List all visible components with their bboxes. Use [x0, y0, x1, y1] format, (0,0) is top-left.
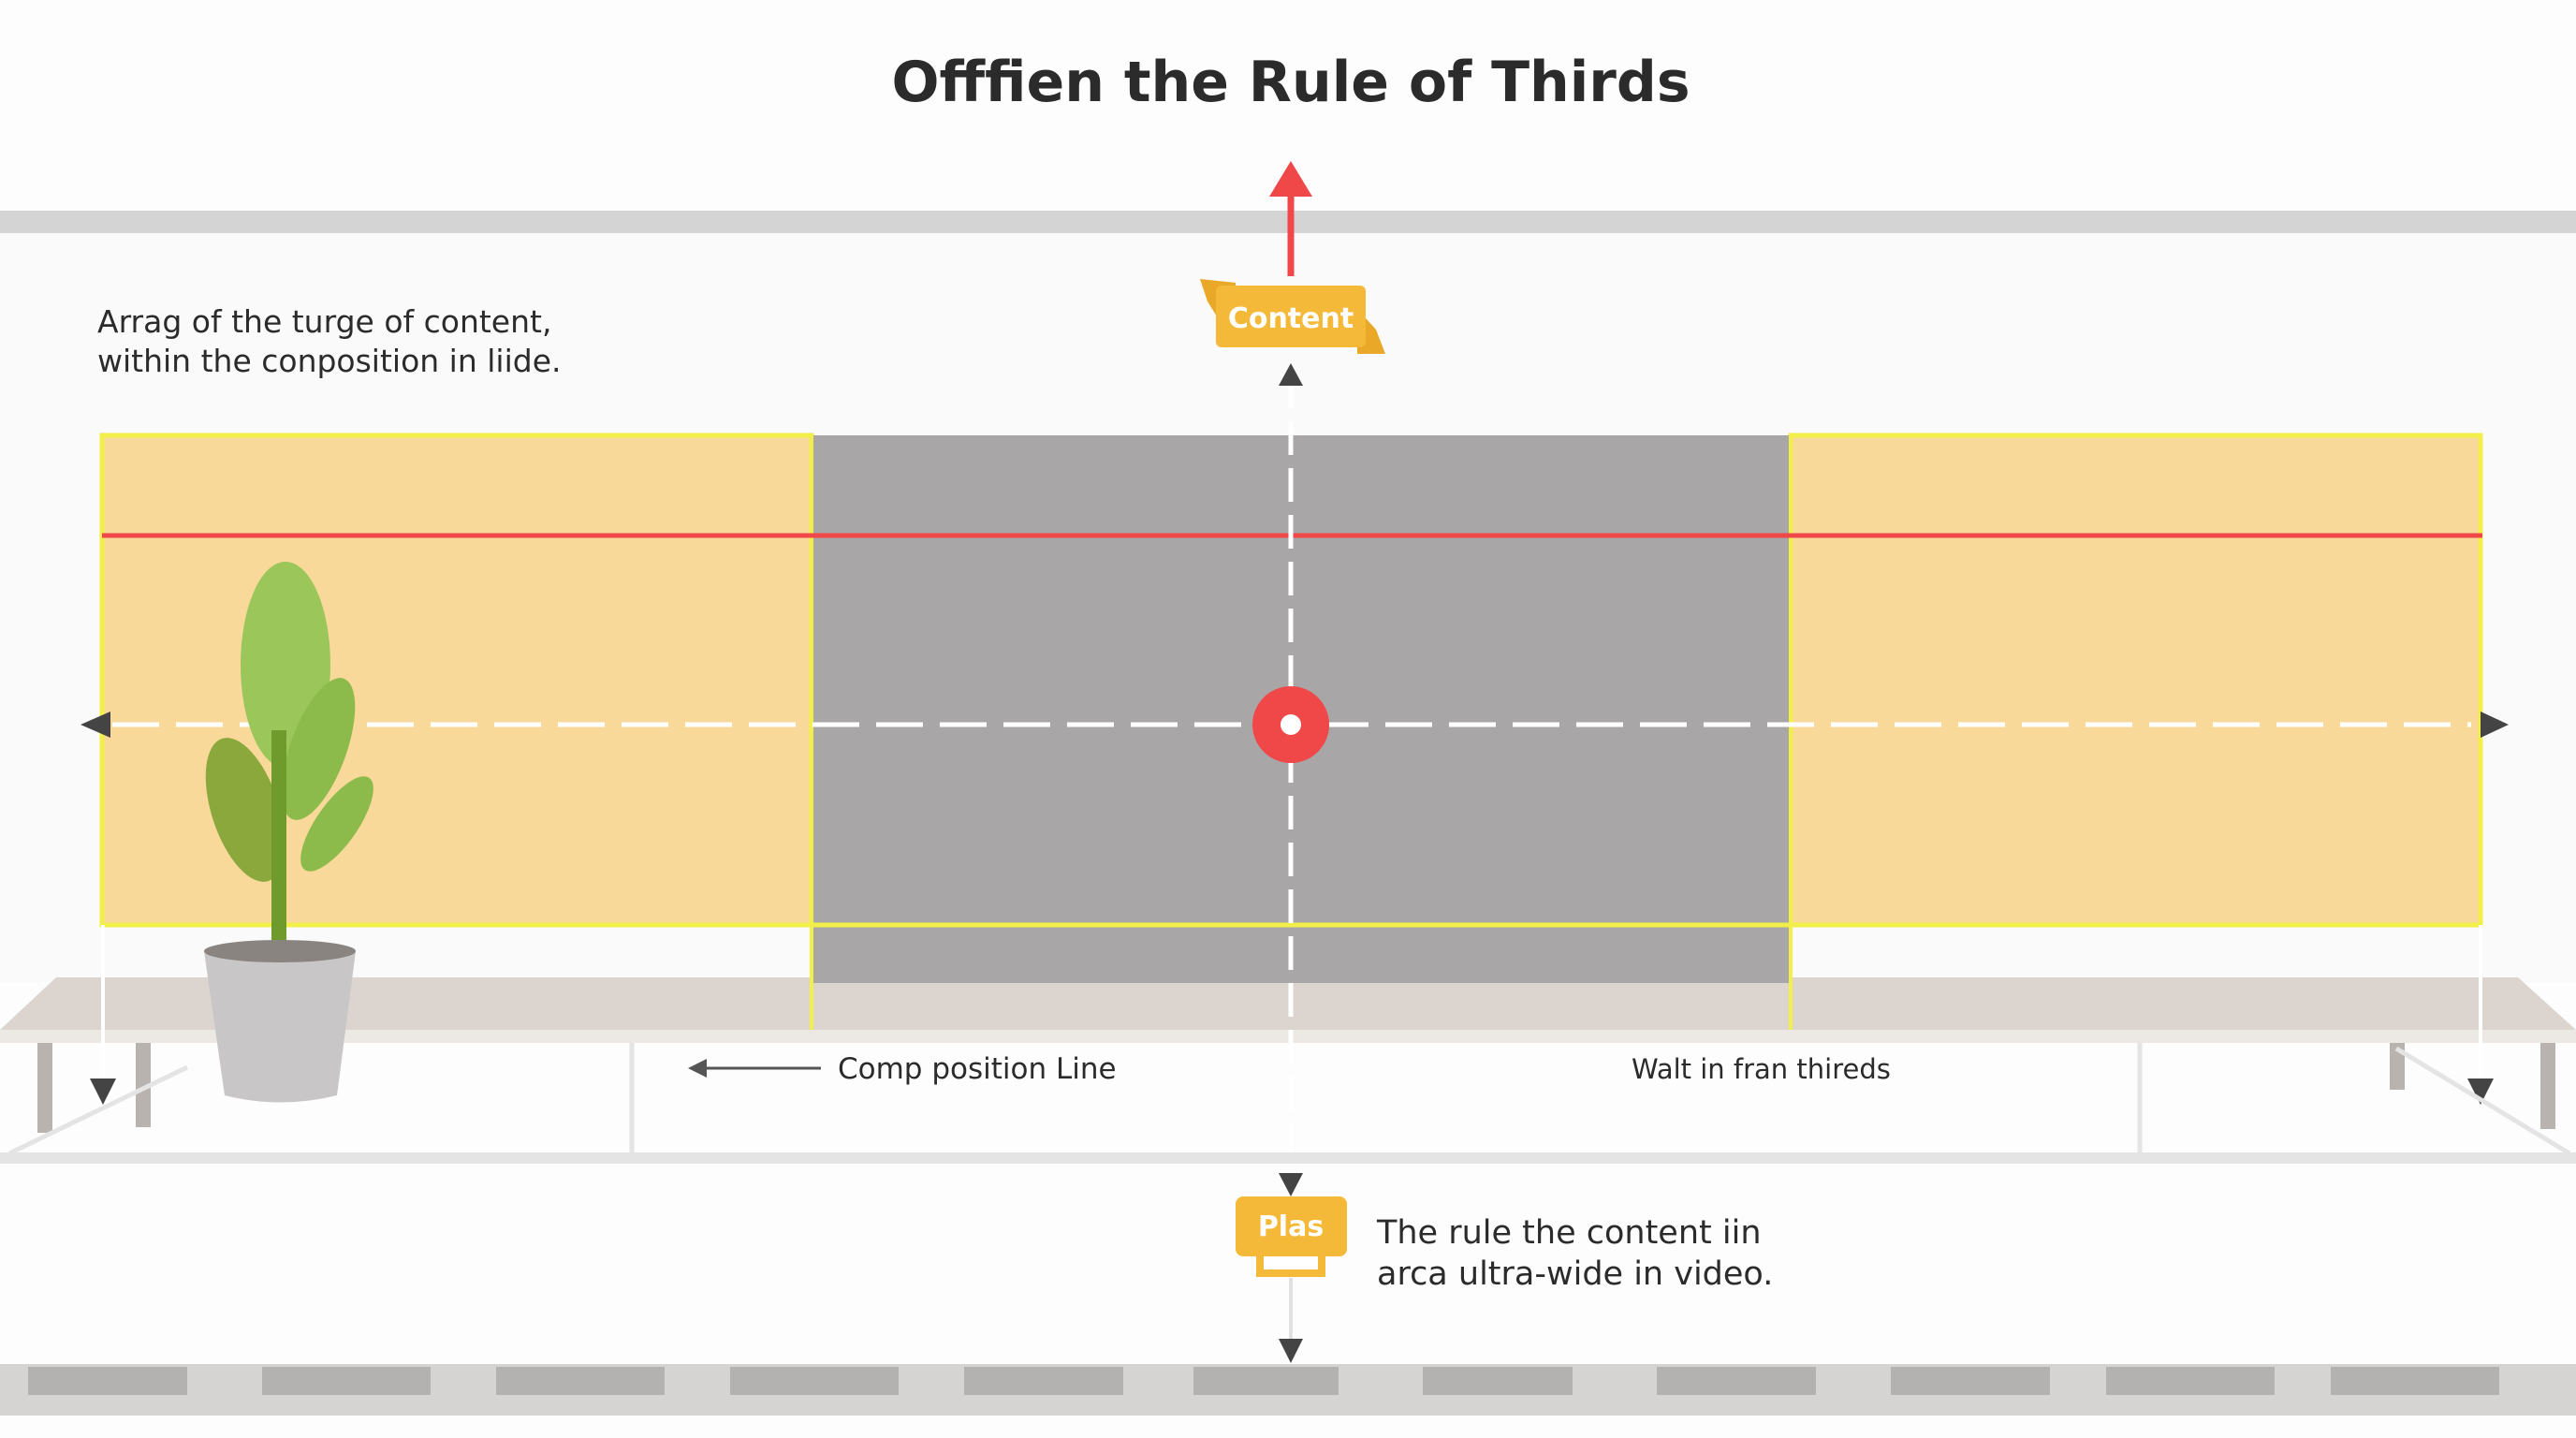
content-badge: Content [1200, 279, 1385, 354]
down-arrowhead-icon [1279, 1173, 1303, 1196]
plas-badge: Plas [1236, 1196, 1347, 1277]
focal-point-marker [1252, 686, 1329, 763]
table-top [0, 977, 2576, 1030]
content-badge-label: Content [1228, 302, 1354, 335]
table-edge [0, 1030, 2576, 1043]
left-down-arrow-icon [90, 1078, 116, 1105]
table-legs [37, 1043, 2555, 1133]
floor-stripe [0, 1364, 2576, 1416]
plas-badge-label: Plas [1258, 1211, 1324, 1243]
vertical-up-arrowhead-icon [1279, 363, 1303, 386]
left-third-panel [99, 433, 814, 928]
thirds-label: Walt in fran thireds [1632, 1053, 1891, 1085]
potted-plant-icon [204, 562, 373, 1103]
bottom-down-arrow-icon [1279, 1339, 1303, 1363]
composition-line-label: Comp position Line [838, 1052, 1117, 1086]
left-arrow-icon [80, 712, 110, 738]
page-title: Offfien the Rule of Thirds [891, 50, 1690, 115]
up-arrow-icon [1269, 161, 1312, 276]
top-note-line-2: within the conposition in liide. [97, 343, 562, 379]
right-arrow-icon [2481, 712, 2509, 738]
right-third-panel [1788, 433, 2483, 928]
top-note-line-1: Arrag of the turge of content, [97, 303, 551, 340]
bottom-note-line-1: The rule the content iin [1376, 1214, 1762, 1252]
bottom-note-line-2: arca ultra-wide in video. [1377, 1255, 1773, 1293]
right-down-arrow-icon [2467, 1078, 2494, 1105]
lower-shelf-frame [0, 1043, 2576, 1164]
